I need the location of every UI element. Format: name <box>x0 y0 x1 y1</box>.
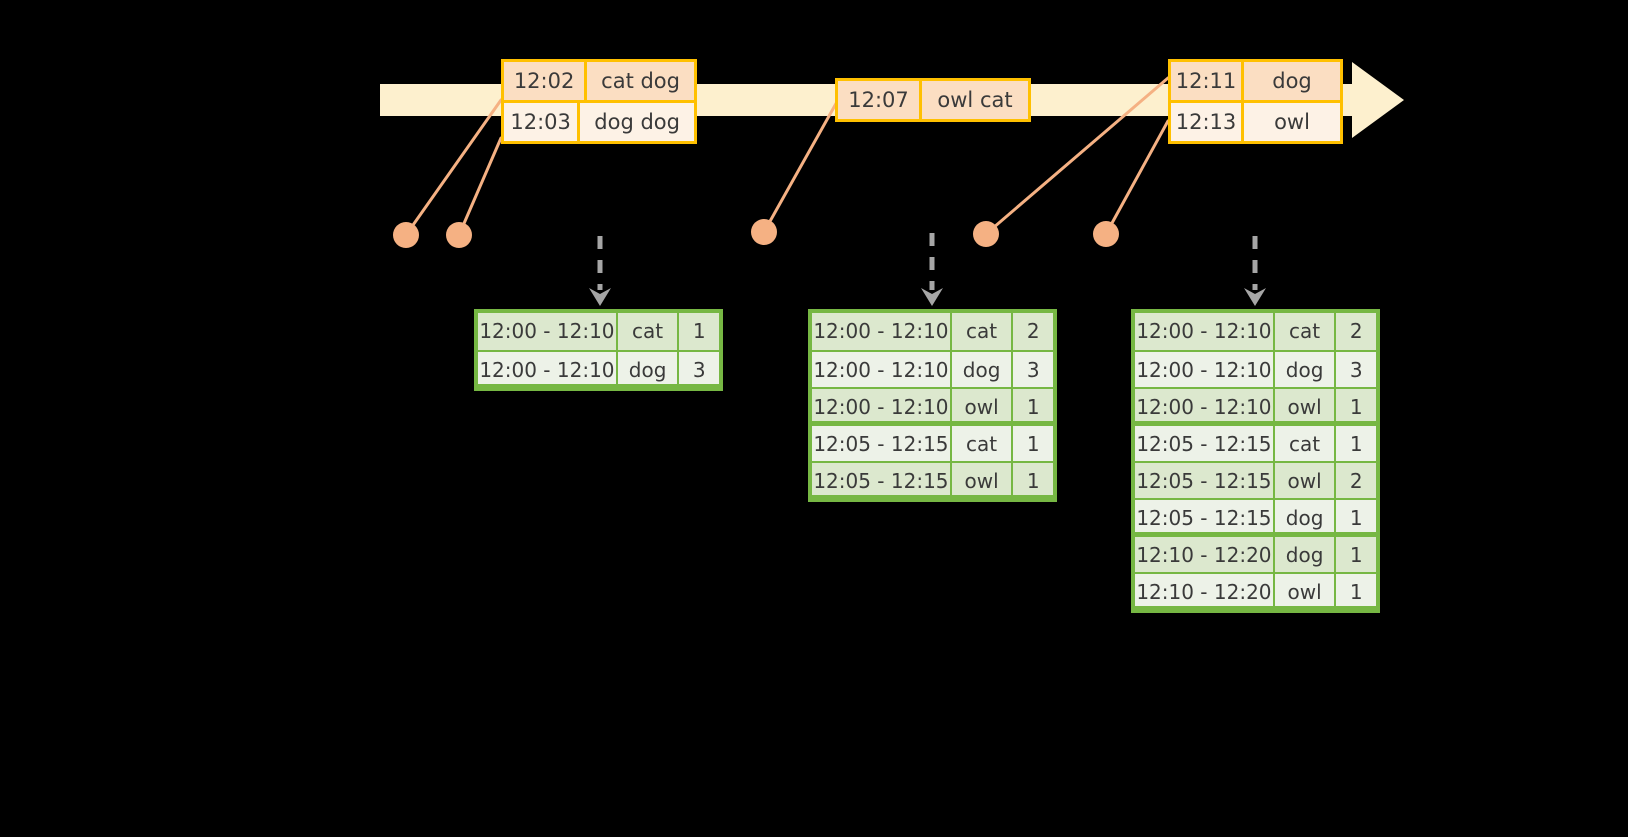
window-range-cell: 12:05 - 12:15 <box>1135 463 1275 498</box>
count-cell: 1 <box>1349 580 1363 604</box>
flow-arrow-1 <box>589 236 611 306</box>
event-marker-1202-line <box>404 98 503 237</box>
window-range-cell: 12:05 - 12:15 <box>1135 500 1275 532</box>
count-cell: 1 <box>1026 469 1040 493</box>
event-marker-1211 <box>973 221 999 247</box>
count-cell: 1 <box>1026 432 1040 456</box>
event-group-2[interactable]: 12:07 owl cat <box>835 78 1031 122</box>
event-payload: dog dog <box>594 110 680 134</box>
event-row: 12:02 cat dog <box>504 62 694 100</box>
window-range-cell: 12:00 - 12:10 <box>1135 389 1275 421</box>
event-row: 12:13 owl <box>1171 100 1340 141</box>
event-timestamp: 12:11 <box>1171 62 1244 100</box>
window-range-cell: 12:05 - 12:15 <box>812 463 952 495</box>
key-cell: cat <box>1275 426 1337 461</box>
flow-arrow-3 <box>1244 236 1266 306</box>
event-marker-1207-line <box>762 98 840 234</box>
window-range-cell: 12:00 - 12:10 <box>1135 313 1275 350</box>
window-range-cell: 12:00 - 12:10 <box>478 352 618 384</box>
window-range-cell: 12:10 - 12:20 <box>1135 537 1275 572</box>
connector-dots <box>393 219 1119 248</box>
flow-arrows <box>589 233 1266 306</box>
count-cell: 1 <box>1349 506 1363 530</box>
key-cell: cat <box>952 313 1014 350</box>
flow-arrow-2 <box>921 233 943 306</box>
key-cell: cat <box>952 426 1014 461</box>
key-cell: owl <box>952 463 1014 495</box>
key-cell: dog <box>1275 352 1337 387</box>
event-timestamp: 12:03 <box>504 103 581 141</box>
window-range-cell: 12:00 - 12:10 <box>812 352 952 387</box>
count-cell: 3 <box>1349 358 1363 382</box>
window-range-cell: 12:00 - 12:10 <box>812 389 952 421</box>
event-timestamp: 12:07 <box>838 81 922 119</box>
key-cell: owl <box>952 389 1014 421</box>
window-range-cell: 12:00 - 12:10 <box>478 313 618 350</box>
count-cell: 3 <box>692 358 706 382</box>
event-payload: cat dog <box>601 69 680 93</box>
window-range-cell: 12:10 - 12:20 <box>1135 574 1275 606</box>
count-cell: 1 <box>1026 395 1040 419</box>
event-payload: dog <box>1272 69 1312 93</box>
event-marker-1213 <box>1093 221 1119 247</box>
window-range-cell: 12:00 - 12:10 <box>1135 352 1275 387</box>
count-cell: 1 <box>1349 395 1363 419</box>
key-cell: dog <box>1275 500 1337 532</box>
event-timestamp: 12:13 <box>1171 103 1244 141</box>
event-payload: owl <box>1274 110 1310 134</box>
key-cell: dog <box>1275 537 1337 572</box>
count-cell: 2 <box>1349 319 1363 343</box>
event-group-3[interactable]: 12:11 dog 12:13 owl <box>1168 59 1343 144</box>
window-range-cell: 12:05 - 12:15 <box>812 426 952 461</box>
event-marker-1207 <box>751 219 777 245</box>
event-payload: owl cat <box>937 88 1013 112</box>
event-row: 12:11 dog <box>1171 62 1340 100</box>
key-cell: cat <box>618 313 680 350</box>
key-cell: owl <box>1275 389 1337 421</box>
window-range-cell: 12:05 - 12:15 <box>1135 426 1275 461</box>
event-group-1[interactable]: 12:02 cat dog 12:03 dog dog <box>501 59 697 144</box>
key-cell: cat <box>1275 313 1337 350</box>
event-timestamp: 12:02 <box>504 62 588 100</box>
count-cell: 2 <box>1026 319 1040 343</box>
count-cell: 1 <box>692 319 706 343</box>
key-cell: owl <box>1275 463 1337 498</box>
count-cell: 3 <box>1026 358 1040 382</box>
key-cell: owl <box>1275 574 1337 606</box>
window-range-cell: 12:00 - 12:10 <box>812 313 952 350</box>
key-cell: dog <box>952 352 1014 387</box>
count-cell: 2 <box>1349 469 1363 493</box>
count-cell: 1 <box>1349 432 1363 456</box>
key-cell: dog <box>618 352 680 384</box>
event-row: 12:07 owl cat <box>838 81 1028 119</box>
event-marker-1203-line <box>457 136 503 237</box>
event-marker-1213-line <box>1104 119 1170 236</box>
event-marker-1202 <box>393 222 419 248</box>
event-row: 12:03 dog dog <box>504 100 694 141</box>
count-cell: 1 <box>1349 543 1363 567</box>
event-marker-1203 <box>446 222 472 248</box>
